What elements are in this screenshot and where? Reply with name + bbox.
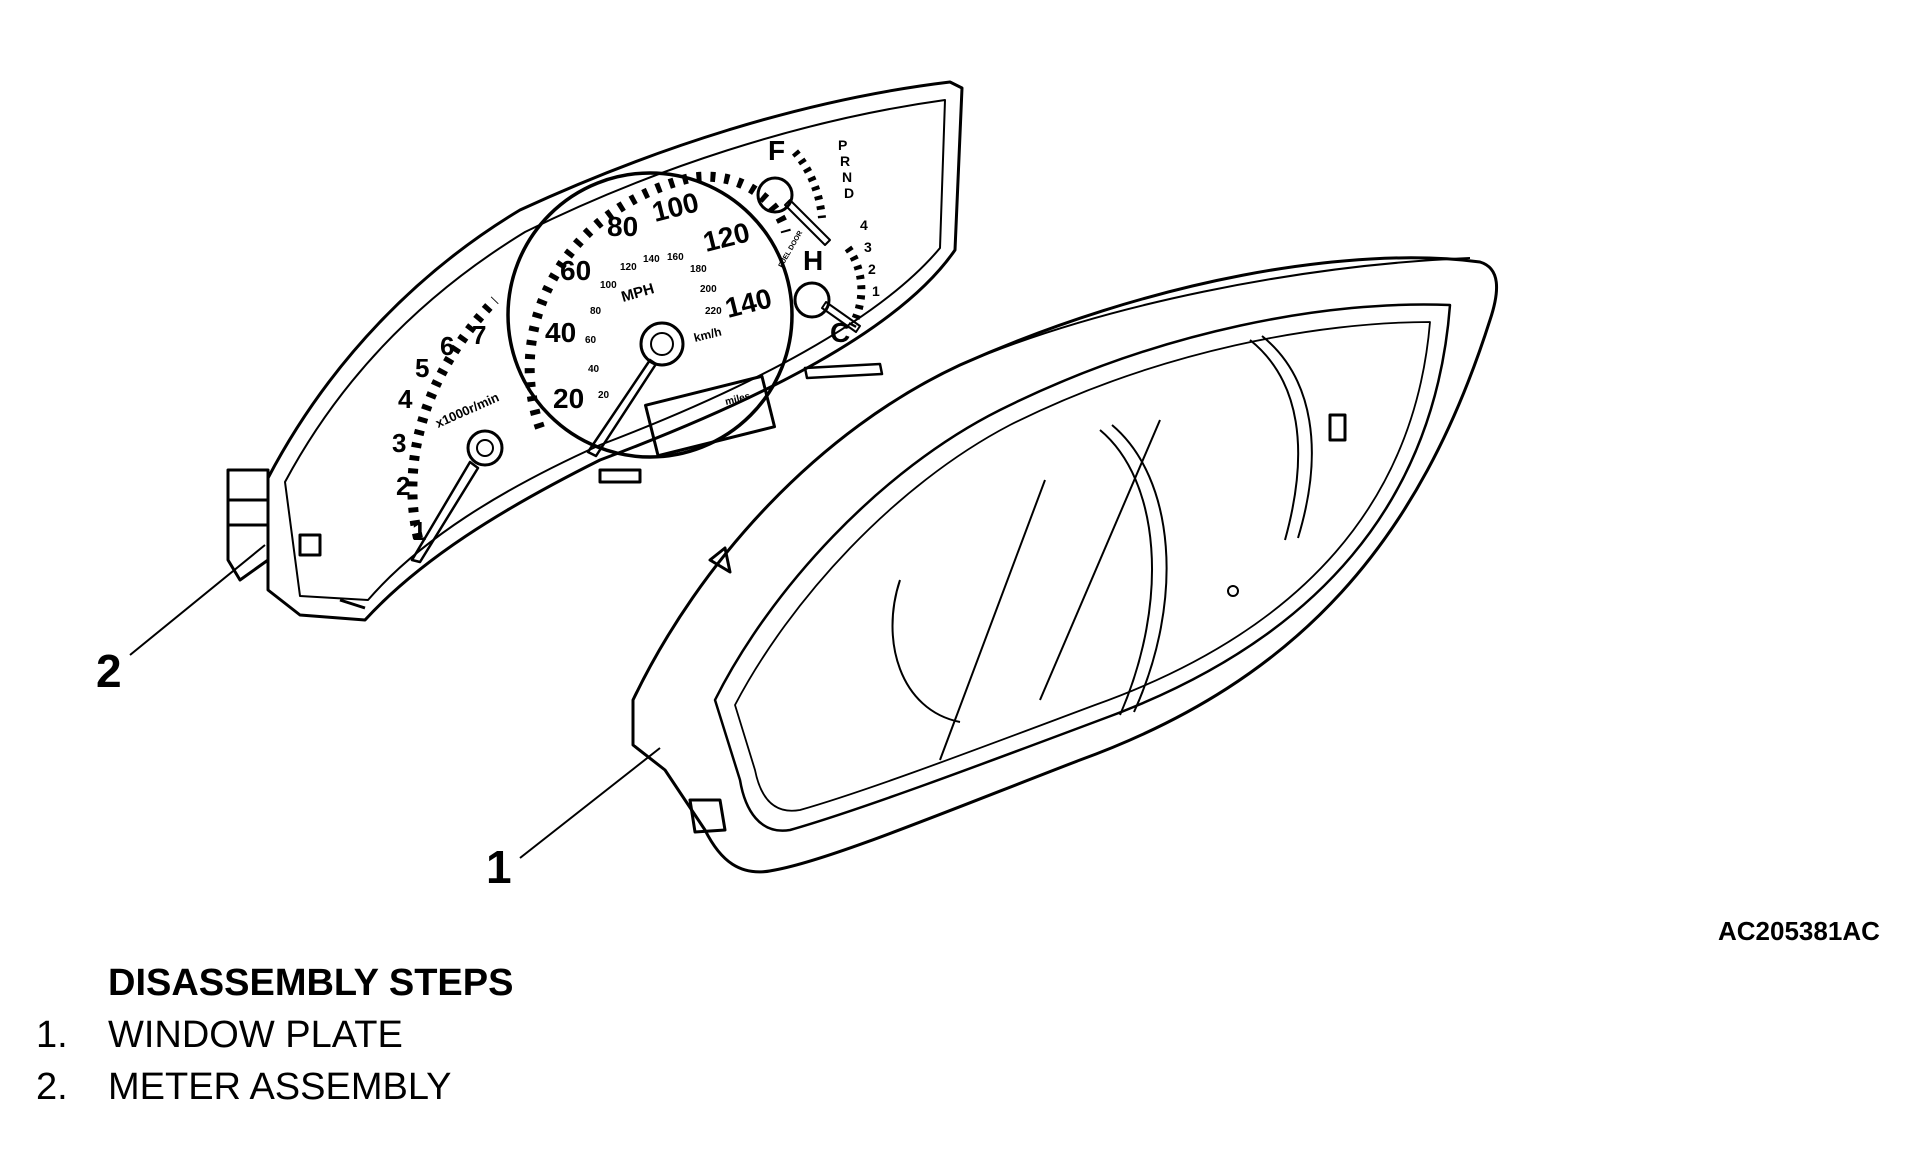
gear-d: D — [844, 185, 854, 201]
fuel-gauge-needle — [784, 199, 831, 246]
kmh-number-100: 100 — [600, 280, 617, 291]
leader-lines — [129, 544, 661, 859]
meter-assembly — [226, 80, 964, 622]
step-2-label: METER ASSEMBLY — [108, 1066, 452, 1108]
tach-number-2: 2 — [396, 471, 410, 501]
window-lens-left-divider — [1099, 429, 1153, 716]
kmh-number-220: 220 — [705, 306, 722, 317]
kmh-number-120: 120 — [620, 262, 637, 273]
fuel-door-label: FUEL DOOR — [778, 230, 805, 269]
gear-r: R — [840, 153, 850, 169]
kmh-number-60: 60 — [585, 335, 597, 346]
temp-gauge-needle — [821, 301, 861, 333]
tachometer-scale-arc — [407, 296, 499, 540]
odometer-unit: miles — [724, 391, 752, 408]
fuel-full-label: F — [768, 135, 785, 166]
bottom-mount-tab — [339, 468, 642, 610]
mph-unit: MPH — [619, 280, 656, 306]
kmh-unit: km/h — [692, 325, 723, 345]
figure-code: AC205381AC — [1718, 916, 1880, 946]
leader-line-2 — [129, 544, 266, 656]
tachometer-pivot-inner — [476, 439, 494, 457]
tach-number-5: 5 — [415, 353, 429, 383]
callout-2: 2 — [96, 645, 122, 697]
window-reflection-line-1 — [939, 479, 1046, 761]
tach-unit: x1000r/min — [433, 389, 501, 430]
speedometer-pivot — [639, 321, 685, 367]
window-plate-clip-left — [688, 798, 727, 834]
step-2-number: 2. — [36, 1066, 68, 1108]
gear-1: 1 — [872, 283, 880, 299]
temp-scale-arc — [844, 245, 866, 328]
window-plate-inner-frame — [713, 303, 1452, 832]
temp-gauge-pivot — [793, 281, 831, 319]
window-plate-screw-hole — [1227, 585, 1239, 597]
gear-3: 3 — [864, 239, 872, 255]
tach-number-7: 7 — [472, 320, 486, 350]
odometer-display — [643, 374, 777, 458]
temp-cold-label: C — [830, 317, 850, 348]
meter-tab — [298, 533, 322, 557]
mph-number-80: 80 — [607, 211, 638, 242]
mph-number-120: 120 — [700, 216, 753, 257]
window-plate-outer-frame — [631, 256, 1499, 874]
mph-number-140: 140 — [722, 282, 775, 323]
mph-number-40: 40 — [545, 317, 576, 348]
speedometer-pivot-inner — [650, 332, 674, 356]
tach-number-4: 4 — [398, 384, 413, 414]
temp-hot-label: H — [803, 245, 823, 276]
window-plate-tab-top — [708, 546, 732, 574]
window-plate-clip-right — [1328, 413, 1347, 442]
mph-number-60: 60 — [560, 255, 591, 286]
gear-n: N — [842, 169, 852, 185]
tach-number-1: 1 — [412, 516, 426, 546]
tach-number-6: 6 — [440, 331, 454, 361]
meter-face-outline — [284, 99, 946, 601]
kmh-number-140: 140 — [643, 254, 660, 265]
leader-line-1 — [519, 747, 661, 859]
meter-housing-outline — [266, 80, 964, 622]
mph-number-100: 100 — [649, 186, 702, 227]
mph-number-20: 20 — [553, 383, 584, 414]
kmh-number-20: 20 — [598, 390, 610, 401]
step-1: 1. WINDOW PLATE — [36, 1014, 403, 1057]
kmh-number-160: 160 — [667, 252, 684, 263]
step-1-label: WINDOW PLATE — [108, 1014, 403, 1056]
kmh-number-80: 80 — [590, 306, 602, 317]
tach-number-3: 3 — [392, 428, 406, 458]
trip-reset-knob — [803, 362, 884, 380]
fuel-gauge-pivot — [756, 176, 794, 214]
callout-1: 1 — [486, 841, 512, 893]
tachometer-needle — [410, 460, 480, 564]
window-lens-right-divider-2 — [1261, 335, 1313, 539]
kmh-number-200: 200 — [700, 284, 717, 295]
window-plate-top-edge — [959, 257, 1471, 366]
kmh-number-180: 180 — [690, 264, 707, 275]
gear-p: P — [838, 137, 847, 153]
window-plate — [631, 256, 1499, 874]
gear-2: 2 — [868, 261, 876, 277]
step-2: 2. METER ASSEMBLY — [36, 1066, 452, 1109]
window-lens-arc — [891, 579, 961, 723]
tachometer-pivot — [466, 429, 504, 467]
window-reflection-line-2 — [1039, 419, 1161, 701]
speedometer-dial — [506, 171, 794, 459]
window-lens-right-divider — [1249, 339, 1300, 541]
window-lens-left-divider-2 — [1111, 424, 1168, 713]
meter-left-connector — [226, 468, 270, 582]
step-1-number: 1. — [36, 1014, 68, 1056]
steps-title: DISASSEMBLY STEPS — [108, 962, 514, 1004]
gear-4: 4 — [860, 217, 868, 233]
speedometer-needle — [586, 358, 658, 458]
kmh-number-40: 40 — [588, 364, 600, 375]
window-plate-inner-frame-2 — [734, 321, 1431, 812]
